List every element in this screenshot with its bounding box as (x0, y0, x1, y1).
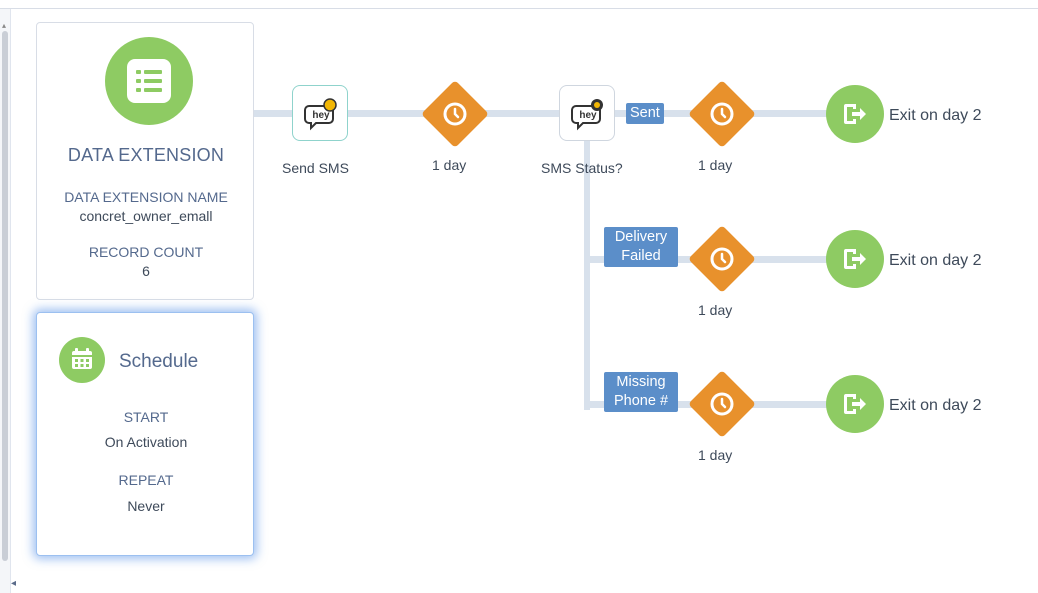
data-extension-icon (105, 37, 193, 125)
sms-status-icon: hey (571, 99, 603, 131)
exit-3-label: Exit on day 2 (889, 397, 982, 414)
clock-icon (443, 102, 467, 126)
exit-icon (844, 249, 866, 269)
data-extension-name-label: DATA EXTENSION NAME (64, 189, 228, 205)
connector-branch-vertical (584, 140, 590, 410)
branch-tag-delivery-failed[interactable]: Delivery Failed (604, 227, 678, 267)
send-sms-node[interactable]: hey (292, 85, 348, 141)
wait-branch-1-label: 1 day (698, 157, 733, 173)
schedule-start-value: On Activation (104, 434, 188, 450)
sms-app-icon: hey (304, 98, 337, 131)
branch-tag-missing-phone[interactable]: Missing Phone # (604, 372, 678, 412)
exit-2-label: Exit on day 2 (889, 252, 982, 269)
exit-node-2[interactable] (826, 230, 884, 288)
schedule-start-label: START (123, 409, 169, 425)
send-sms-label: Send SMS (282, 160, 349, 176)
clock-icon (710, 392, 734, 416)
exit-1-label: Exit on day 2 (889, 107, 982, 124)
vertical-scrollbar[interactable]: ▴ (0, 9, 11, 593)
data-extension-name-value: concret_owner_emall (79, 208, 213, 224)
branch-tag-sent[interactable]: Sent (626, 103, 664, 124)
wait-node-branch-2[interactable] (688, 225, 756, 293)
wait-node-1[interactable] (421, 80, 489, 148)
data-extension-title: DATA EXTENSION (67, 145, 225, 165)
data-extension-card[interactable]: DATA EXTENSION DATA EXTENSION NAME concr… (36, 22, 254, 300)
schedule-card[interactable]: Schedule START On Activation REPEAT Neve… (36, 312, 254, 556)
schedule-repeat-value: Never (127, 498, 165, 514)
scroll-up-icon[interactable]: ▴ (2, 21, 7, 30)
wait-1-label: 1 day (432, 157, 467, 173)
svg-text:hey: hey (312, 110, 330, 121)
schedule-repeat-label: REPEAT (118, 472, 174, 488)
clock-icon (710, 102, 734, 126)
sms-status-node[interactable]: hey (559, 85, 615, 141)
exit-icon (844, 104, 866, 124)
sms-status-label: SMS Status? (541, 160, 623, 176)
record-count-value: 6 (142, 263, 150, 279)
clock-icon (710, 247, 734, 271)
scrollbar-thumb[interactable] (2, 31, 8, 561)
calendar-icon (59, 337, 105, 383)
connector-main (254, 110, 834, 117)
record-count-label: RECORD COUNT (88, 244, 204, 260)
svg-text:hey: hey (579, 110, 597, 121)
exit-node-3[interactable] (826, 375, 884, 433)
schedule-title: Schedule (119, 351, 199, 372)
wait-branch-2-label: 1 day (698, 302, 733, 318)
scroll-left-icon[interactable]: ◂ (11, 578, 17, 589)
exit-icon (844, 394, 866, 414)
wait-node-branch-3[interactable] (688, 370, 756, 438)
exit-node-1[interactable] (826, 85, 884, 143)
wait-node-branch-1[interactable] (688, 80, 756, 148)
wait-branch-3-label: 1 day (698, 447, 733, 463)
top-border (0, 0, 1038, 9)
